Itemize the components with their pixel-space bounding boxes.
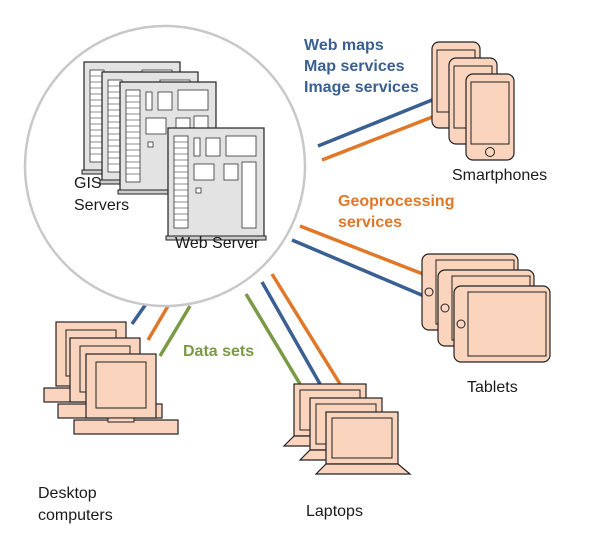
tablets [421, 253, 551, 363]
desktop-label-2: computers [38, 507, 113, 524]
geoprocessing-label-2: services [338, 214, 402, 231]
image-services-label: Image services [304, 79, 419, 96]
web-server [165, 127, 267, 241]
link-laptops-orange [270, 273, 342, 385]
gis-servers-label-2: Servers [74, 197, 129, 214]
server-icon [165, 127, 267, 241]
link-smartphones-orange [321, 112, 441, 162]
web-server-label: Web Server [175, 235, 260, 252]
map-services-label: Map services [304, 58, 405, 75]
link-smartphones-blue [317, 98, 433, 148]
link-desktop-blue [130, 302, 148, 326]
link-laptops-green [244, 293, 302, 385]
laptops [283, 383, 411, 475]
desktop-computers [43, 321, 179, 435]
laptops-label: Laptops [306, 503, 363, 520]
smartphones [431, 41, 515, 161]
desktop-label: Desktop [38, 485, 97, 502]
tablet-icon [453, 285, 551, 363]
link-desktop-orange [146, 305, 170, 341]
gis-servers-label: GIS [74, 175, 102, 192]
link-desktop-green [158, 305, 192, 357]
data-sets-label: Data sets [183, 343, 254, 360]
connection-lines [130, 98, 441, 385]
desktop-computer-icon [73, 353, 179, 435]
smartphone-icon [465, 73, 515, 161]
geoprocessing-label: Geoprocessing [338, 193, 454, 210]
web-maps-label: Web maps [304, 37, 384, 54]
laptop-icon [315, 411, 411, 475]
link-laptops-blue [260, 281, 322, 385]
tablets-label: Tablets [467, 379, 518, 396]
link-tablets-orange [299, 224, 429, 278]
smartphones-label: Smartphones [452, 167, 547, 184]
link-tablets-blue [291, 238, 425, 298]
